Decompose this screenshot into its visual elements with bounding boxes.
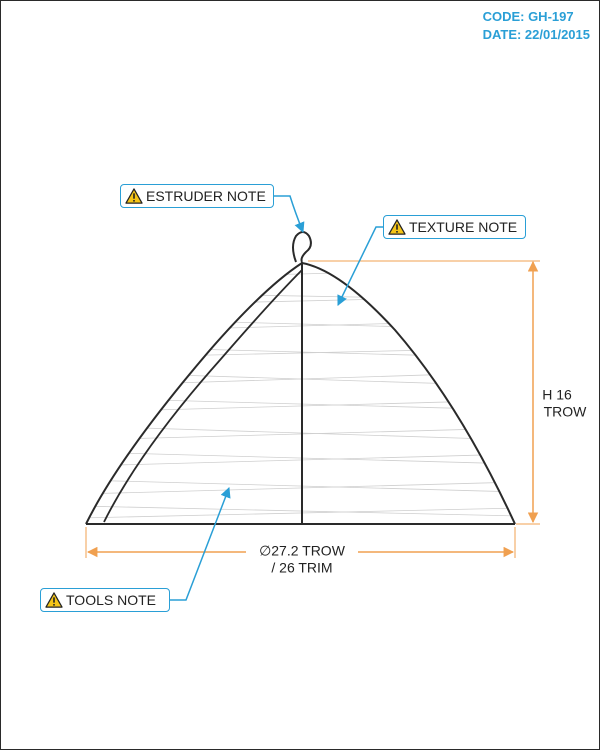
diameter-label-line2: / 26 TRIM — [271, 560, 332, 576]
shade-inner-edge — [103, 269, 303, 523]
estruder-leader — [274, 195, 305, 233]
diameter-label-line1: ∅27.2 TROW — [259, 543, 346, 559]
texture-leader — [337, 226, 384, 306]
hanging-loop — [292, 231, 312, 263]
texture-note-callout: TEXTURE NOTE — [383, 215, 526, 239]
warning-triangle-icon — [125, 188, 143, 204]
warning-triangle-icon — [388, 219, 406, 235]
shade-outline — [85, 261, 516, 525]
height-label-line1: H 16 — [542, 387, 572, 403]
tools-note-label: TOOLS NOTE — [66, 592, 156, 608]
height-label-line2: TROW — [544, 404, 588, 420]
texture-note-label: TEXTURE NOTE — [409, 219, 518, 235]
estruder-note-callout: ESTRUDER NOTE — [120, 184, 274, 208]
estruder-note-label: ESTRUDER NOTE — [146, 188, 266, 204]
warning-triangle-icon — [45, 592, 63, 608]
code-label: CODE: GH-197 — [482, 9, 574, 24]
date-label: DATE: 22/01/2015 — [482, 27, 590, 42]
title-block: CODE: GH-197 DATE: 22/01/2015 — [483, 8, 590, 44]
shade-texture — [86, 267, 515, 519]
tools-note-callout: TOOLS NOTE — [40, 588, 170, 612]
tools-leader — [170, 487, 231, 601]
